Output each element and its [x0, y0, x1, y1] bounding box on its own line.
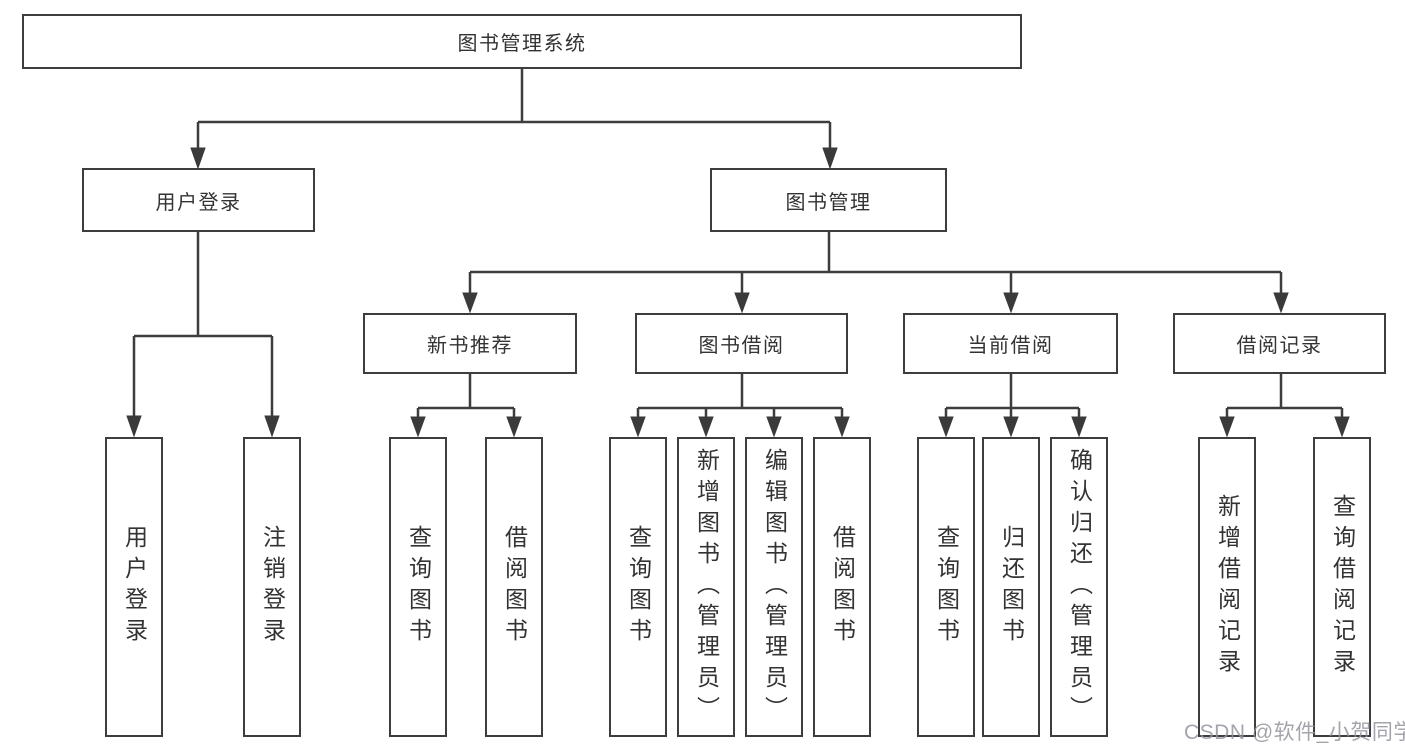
leaf-recommend-borrow-books: 借阅图书	[485, 437, 543, 737]
node-book-management: 图书管理	[710, 168, 947, 232]
leaf-add-books-admin: 新增图书（管理员）	[677, 437, 735, 737]
node-new-book-recommend: 新书推荐	[363, 313, 577, 374]
node-current-borrow: 当前借阅	[903, 313, 1118, 374]
connector-book-borrow-to-leaves	[630, 374, 850, 438]
leaf-current-query-books: 查询图书	[917, 437, 975, 737]
leaf-recommend-query-books: 查询图书	[389, 437, 447, 737]
connector-new-book-recommend-to-leaves	[410, 374, 522, 438]
csdn-watermark: CSDN @软件_小贺同学	[1184, 721, 1405, 744]
node-book-borrow: 图书借阅	[635, 313, 848, 374]
node-user-login: 用户登录	[82, 168, 315, 232]
leaf-borrow-query-books: 查询图书	[609, 437, 667, 737]
leaf-add-borrow-record: 新增借阅记录	[1198, 437, 1256, 737]
node-root-system: 图书管理系统	[22, 14, 1022, 69]
leaf-edit-books-admin: 编辑图书（管理员）	[745, 437, 803, 737]
leaf-borrow-books: 借阅图书	[813, 437, 871, 737]
leaf-confirm-return-admin: 确认归还（管理员）	[1050, 437, 1108, 737]
leaf-logout: 注销登录	[243, 437, 301, 737]
connector-current-borrow-to-leaves	[938, 374, 1087, 438]
connector-root-to-level2	[190, 69, 838, 170]
connector-book-management-to-groups	[462, 232, 1289, 314]
connector-user-login-to-leaves	[126, 232, 280, 438]
connector-borrow-records-to-leaves	[1219, 374, 1350, 438]
leaf-query-borrow-record: 查询借阅记录	[1313, 437, 1371, 737]
leaf-user-login: 用户登录	[105, 437, 163, 737]
node-borrow-records: 借阅记录	[1173, 313, 1386, 374]
leaf-return-books: 归还图书	[982, 437, 1040, 737]
